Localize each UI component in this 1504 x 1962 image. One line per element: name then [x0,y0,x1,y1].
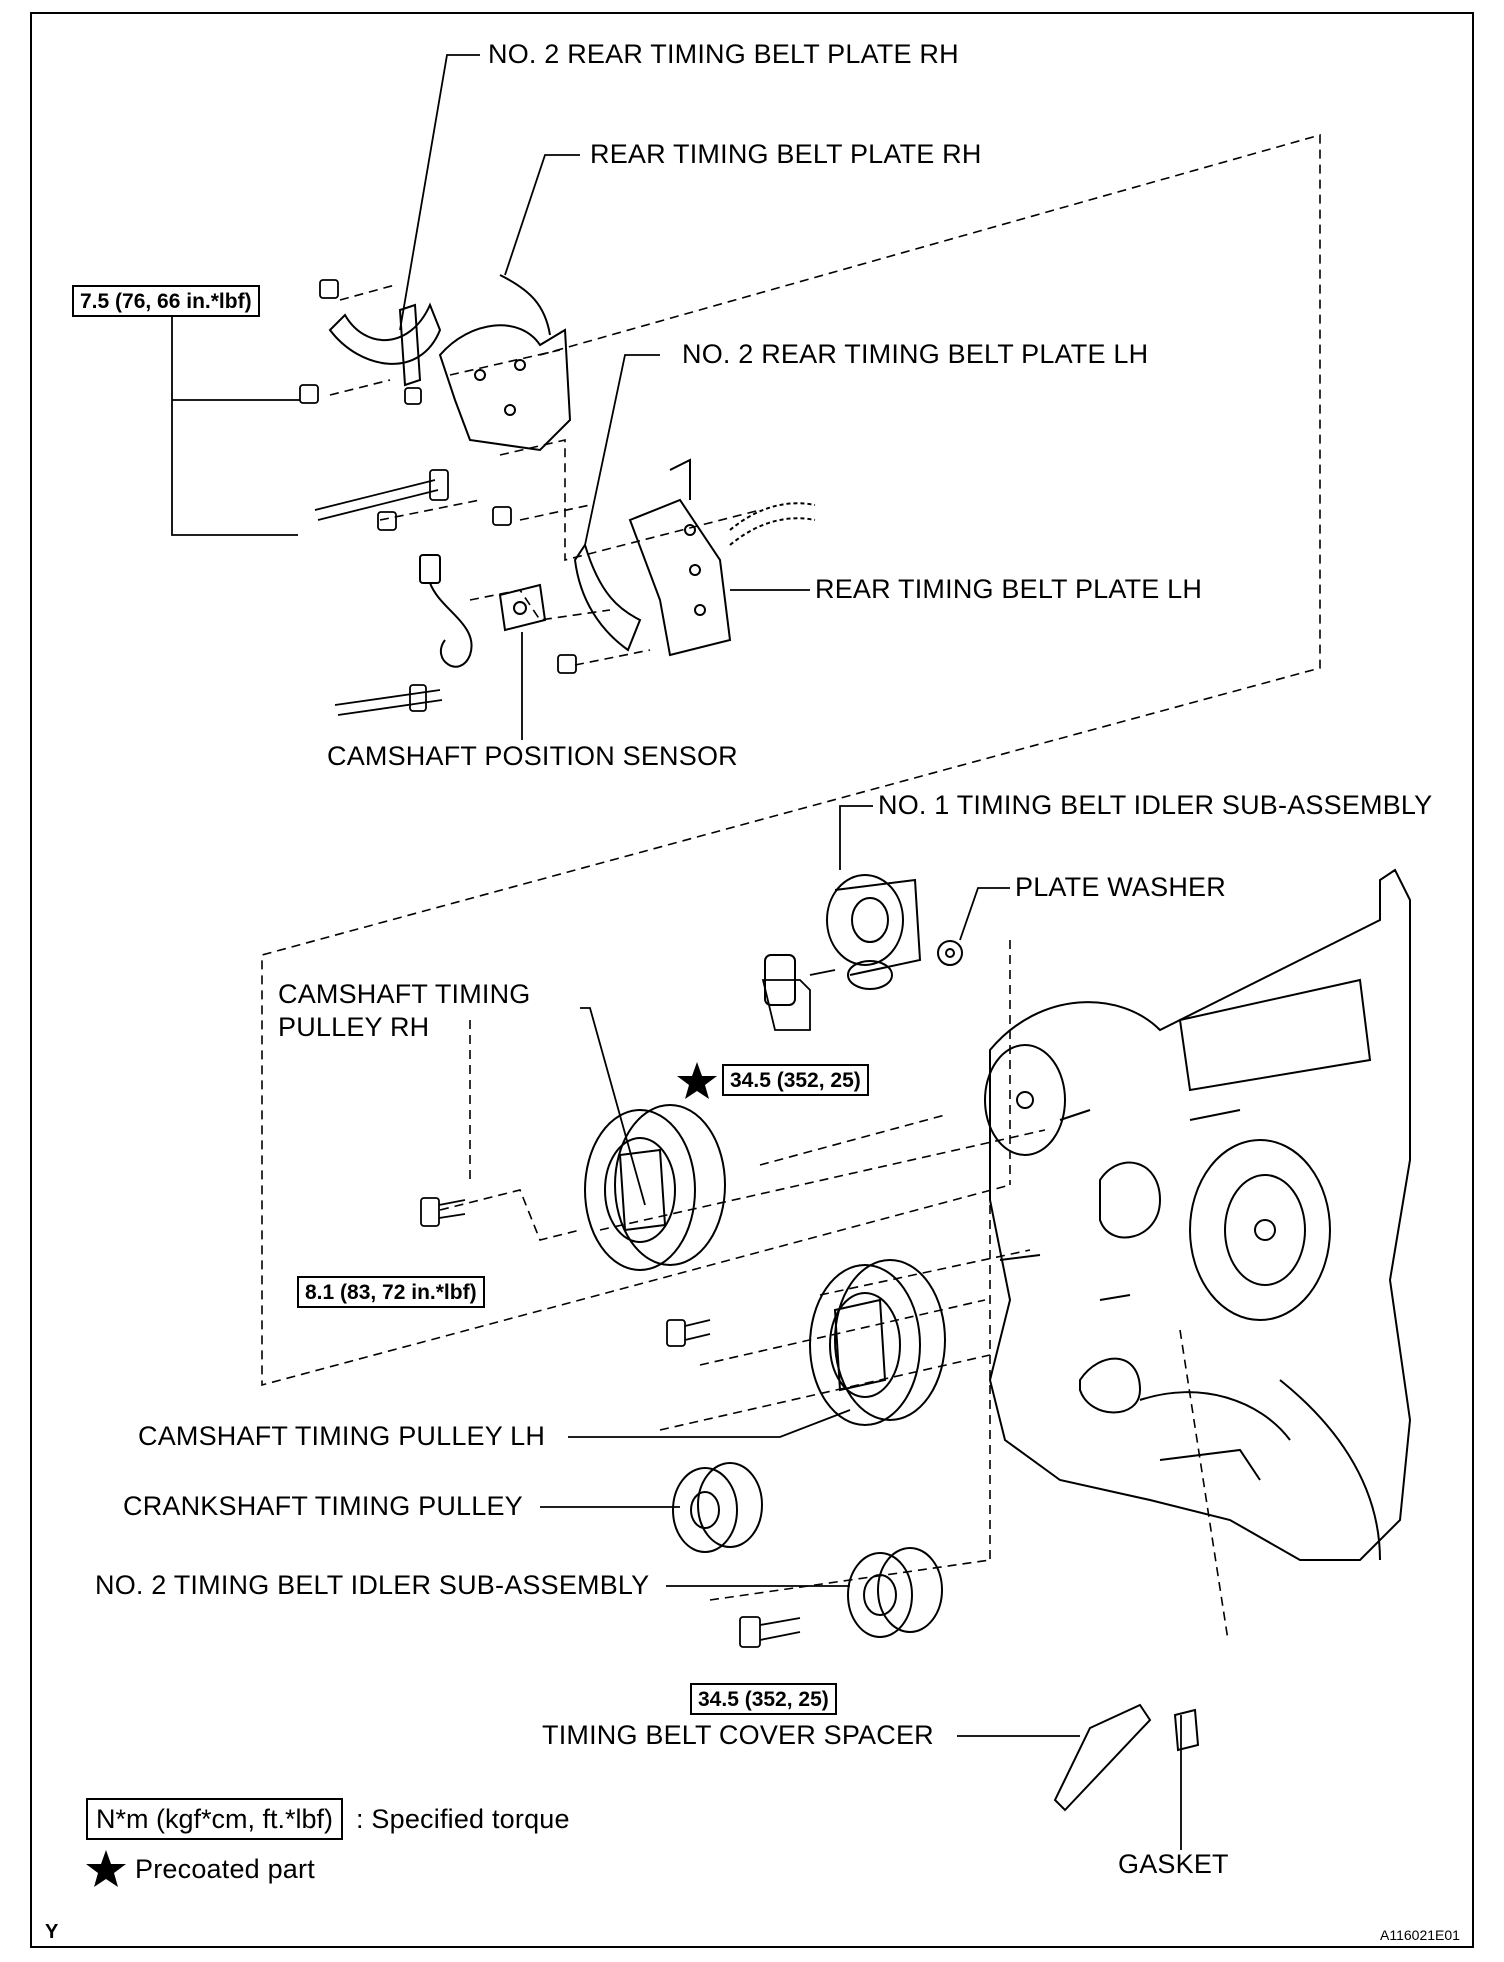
rear-plate-rh-drawing [328,274,572,452]
label-no2-rear-timing-belt-plate-lh: NO. 2 REAR TIMING BELT PLATE LH [682,339,1149,369]
label-timing-belt-cover-spacer: TIMING BELT COVER SPACER [542,1720,934,1750]
label-cam-pulley-lh: CAMSHAFT TIMING PULLEY LH [138,1421,546,1451]
no1-idler-drawing [764,874,963,1006]
leader-lines [171,54,1182,1850]
label-no2-rear-timing-belt-plate-rh: NO. 2 REAR TIMING BELT PLATE RH [488,39,959,69]
legend-torque-unit: N*m (kgf*cm, ft.*lbf) [86,1798,344,1840]
figure-code: A116021E01 [1380,1927,1460,1943]
torque-idler2-bolt: 34.5 (352, 25) [690,1683,837,1715]
crank-pulley-drawing [672,1462,763,1553]
label-no2-timing-belt-idler: NO. 2 TIMING BELT IDLER SUB-ASSEMBLY [95,1570,650,1600]
label-no1-timing-belt-idler: NO. 1 TIMING BELT IDLER SUB-ASSEMBLY [878,790,1433,820]
torque-idler1-bolt: 34.5 (352, 25) [722,1064,869,1096]
torque-cam-pulley-bolt: 8.1 (83, 72 in.*lbf) [297,1276,485,1308]
legend-torque-desc: : Specified torque [356,1804,570,1834]
legend-star-icon [86,1850,126,1887]
label-cam-pulley-rh-line2: PULLEY RH [278,1012,430,1042]
torque-upper-bolts: 7.5 (76, 66 in.*lbf) [72,285,260,317]
label-gasket: GASKET [1118,1849,1229,1879]
camshaft-position-sensor-drawing [419,554,547,668]
cam-pulley-rh-drawing [584,1104,726,1271]
no2-idler-drawing [847,1547,943,1638]
label-camshaft-position-sensor: CAMSHAFT POSITION SENSOR [327,741,738,771]
corner-mark-y: Y [45,1921,59,1943]
diagram-frame [30,12,1474,1948]
label-rear-timing-belt-plate-lh: REAR TIMING BELT PLATE LH [815,574,1203,604]
spacer-gasket-drawing [1053,1703,1200,1812]
engine-block-drawing [984,868,1412,1561]
label-plate-washer: PLATE WASHER [1015,872,1226,902]
precoated-star-icon [677,1062,717,1099]
cam-pulley-lh-drawing [809,1259,946,1426]
label-crankshaft-timing-pulley: CRANKSHAFT TIMING PULLEY [123,1491,523,1521]
legend-precoated-part: Precoated part [135,1854,315,1884]
label-rear-timing-belt-plate-rh: REAR TIMING BELT PLATE RH [590,139,982,169]
bolt-shapes [299,279,836,1648]
rear-plate-lh-drawing [573,458,816,657]
label-cam-pulley-rh-line1: CAMSHAFT TIMING [278,979,531,1009]
